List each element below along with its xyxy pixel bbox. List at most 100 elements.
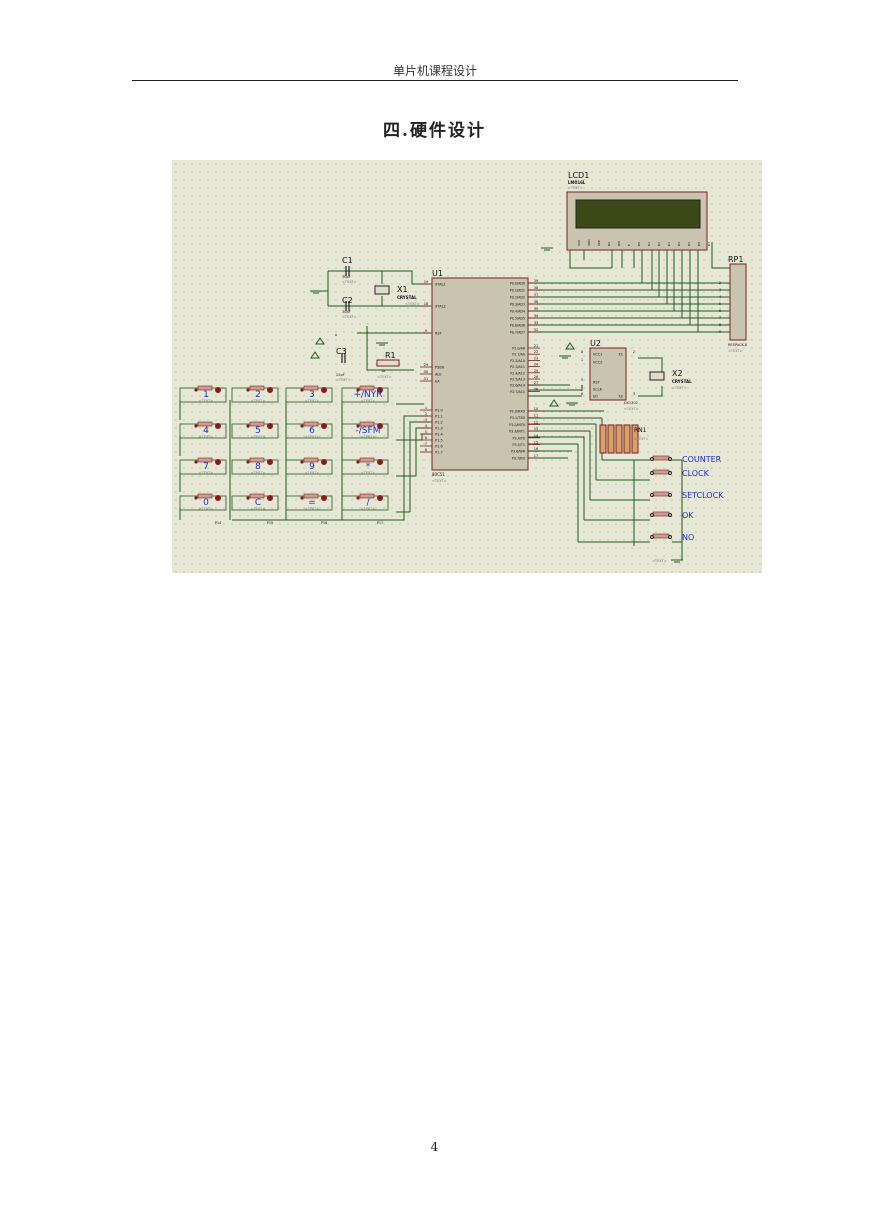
mcu-pin-name: P2.1/A9 (512, 353, 525, 357)
keypad-button-cap (197, 457, 213, 463)
mcu-pin-name: XTAL1 (435, 283, 446, 287)
mcu-pin-name: XTAL2 (435, 305, 446, 309)
rp1-pin-number: 3 (719, 288, 721, 292)
mcu-pin-name: P1.7 (435, 451, 443, 455)
c2-text: <TEXT> (342, 315, 357, 319)
side-button-contact (650, 535, 654, 539)
u2-pin-number: 6 (581, 392, 583, 396)
keypad-key-label: = (308, 498, 316, 508)
keypad-contact (300, 388, 304, 392)
keypad-contact (356, 460, 360, 464)
keypad-text: <TEXT> (361, 399, 376, 403)
keypad-contact (194, 496, 198, 500)
mcu-pin-number: 15 (534, 441, 538, 445)
mcu-pin-name: ALE (435, 373, 442, 377)
keypad-button-cap (359, 421, 375, 427)
u2-pin-number: 3 (633, 392, 635, 396)
side-button-label: CLOCK (682, 469, 710, 478)
u2-pin-number: 1 (581, 358, 583, 362)
lcd-pin-label: VEE (597, 240, 601, 246)
mcu-pin-name: P2.4/A12 (510, 371, 525, 375)
rp1-model: RESPACK-8 (728, 343, 747, 347)
lcd-pin-label: RW (617, 241, 621, 246)
keypad-contact (300, 496, 304, 500)
mcu-pin-name: RST (435, 332, 443, 336)
u2-pin-name: VCC2 (593, 361, 603, 365)
lcd-pin-label: D6 (697, 242, 701, 246)
keypad-text: <TEXT> (199, 471, 214, 475)
rp1-pin-number: 6 (719, 309, 721, 313)
keypad-key-label: / (366, 498, 370, 508)
mcu-pin-number: 24 (534, 363, 539, 367)
keypad-contact (377, 423, 383, 429)
mcu-pin-number: 39 (534, 279, 538, 283)
keypad-contact (356, 424, 360, 428)
keypad-button-cap (197, 421, 213, 427)
mcu-pin-name: P3.0/RXD (510, 410, 526, 414)
wires (179, 242, 732, 560)
mcu-pin-name: EA (435, 380, 440, 384)
lcd-pin-label: D4 (677, 242, 681, 246)
keypad-key-label: 0 (203, 498, 209, 508)
page-header: 单片机课程设计 (392, 64, 477, 78)
lcd-ref: LCD1 (568, 171, 589, 180)
keypad-key-label: * (366, 462, 371, 472)
x1-crystal (374, 285, 390, 295)
side-button-cap (652, 511, 670, 517)
side-button-contact (650, 457, 654, 461)
keypad-text: <TEXT> (361, 435, 376, 439)
mcu-pin-name: P0.4/AD4 (510, 310, 525, 314)
u2-ref: U2 (590, 339, 601, 348)
mcu-pin-number: 33 (534, 321, 538, 325)
keypad-column-net: P17 (377, 521, 384, 525)
c1-ref: C1 (342, 256, 353, 265)
side-button-contact (668, 535, 672, 539)
keypad-contact (267, 423, 273, 429)
x1-text: <TEXT> (405, 302, 420, 306)
mcu-pin-number: 9 (425, 329, 427, 333)
mcu-pin-number: 10 (534, 407, 538, 411)
x2-ref: X2 (672, 369, 683, 378)
keypad-text: <TEXT> (199, 435, 214, 439)
side-button-text: <TEXT> (652, 559, 667, 563)
keypad-key-label: -/SFM (356, 426, 381, 436)
u2-pin-number: 2 (633, 350, 635, 354)
lcd-pin-label: D3 (667, 242, 671, 246)
mcu-pin-name: P0.7/AD7 (510, 331, 525, 335)
mcu-pin-name: P1.6 (435, 445, 443, 449)
mcu-pin-number: 2 (425, 412, 427, 416)
keypad-contact (194, 424, 198, 428)
keypad-contact (356, 388, 360, 392)
c2-ref: C2 (342, 296, 353, 305)
c3-value: 22pF (336, 373, 345, 377)
side-button-label: COUNTER (682, 455, 722, 464)
keypad-key-label: 4 (203, 426, 209, 436)
power-symbol (549, 399, 559, 407)
keypad-text: <TEXT> (251, 435, 266, 439)
lcd-pin-label: E (627, 244, 631, 246)
rp1-pin-number: 4 (719, 295, 722, 299)
mcu-pin-name: P3.6/WR (511, 450, 526, 454)
page-number: 4 (430, 1140, 439, 1154)
side-button-cap (652, 469, 670, 475)
lcd-pin-label: D2 (657, 242, 661, 246)
keypad-key-label: 2 (255, 390, 261, 400)
rn-resistor (631, 424, 639, 454)
keypad-contact (321, 459, 327, 465)
x2-text: <TEXT> (672, 386, 687, 390)
mcu-pin-name: P2.3/A11 (510, 365, 525, 369)
x1-ref: X1 (397, 285, 408, 294)
side-button-cap (652, 491, 670, 497)
u2-pin-number: 8 (581, 350, 583, 354)
mcu-pin-name: P2.5/A13 (510, 378, 525, 382)
mcu-pin-name: P1.3 (435, 427, 443, 431)
x1-model: CRYSTAL (397, 295, 417, 300)
c1-text: <TEXT> (342, 280, 357, 284)
lcd-pin-label: D1 (647, 242, 651, 246)
lcd-text: <TEXT> (568, 186, 583, 190)
mcu-pin-name: P1.1 (435, 415, 443, 419)
r1-ref: R1 (385, 351, 396, 360)
c2-value: 30pF (342, 310, 351, 314)
mcu-pin-name: P3.1/TXD (510, 416, 526, 420)
mcu-pin-number: 27 (534, 381, 538, 385)
